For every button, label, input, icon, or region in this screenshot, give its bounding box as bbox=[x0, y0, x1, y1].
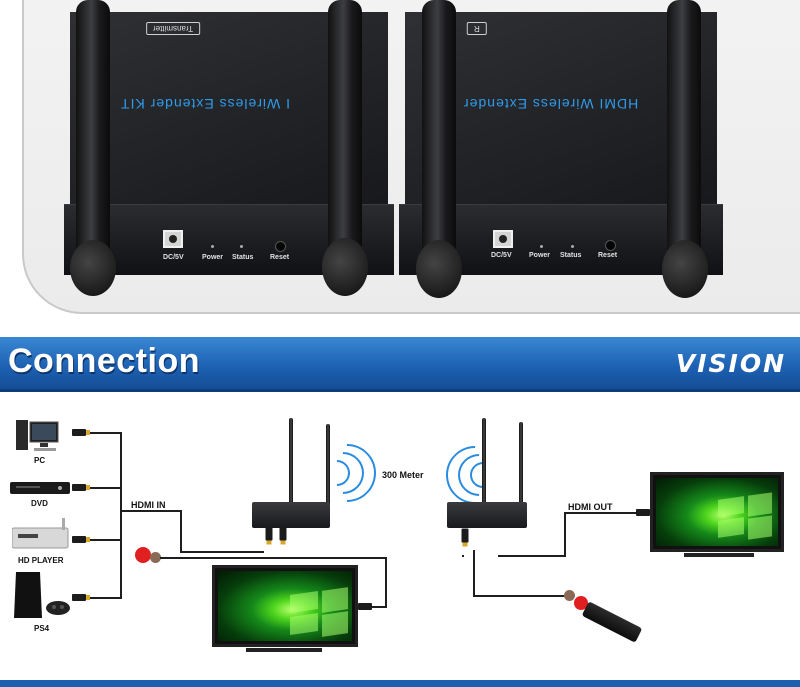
dc-port bbox=[493, 230, 513, 248]
antenna-base bbox=[70, 240, 116, 296]
ir-sensor-icon bbox=[135, 547, 151, 563]
ir-receiver-icon bbox=[150, 552, 161, 563]
screen-glow bbox=[322, 587, 348, 613]
product-photo: Transmitter I Wireless Extender KIT DC/5… bbox=[0, 0, 800, 318]
screen-glow bbox=[322, 611, 348, 637]
hdmi-cable bbox=[90, 487, 120, 489]
hdmi-cable bbox=[462, 555, 464, 557]
pc-icon bbox=[16, 420, 59, 451]
reset-label: Reset bbox=[598, 252, 618, 259]
power-led bbox=[211, 245, 214, 248]
hdmi-cable bbox=[498, 555, 564, 557]
screen-glow bbox=[290, 591, 318, 613]
hdmi-cable bbox=[90, 539, 120, 541]
left-kit-text: I Wireless Extender KIT bbox=[120, 96, 291, 112]
hd-player-icon bbox=[12, 518, 69, 549]
hdmi-cable bbox=[90, 597, 120, 599]
status-label: Status bbox=[232, 254, 254, 261]
status-led bbox=[571, 245, 574, 248]
connection-diagram: PC DVD HD PLAYER PS4 HDMI IN 300 Meter bbox=[0, 390, 800, 680]
hdmi-plug bbox=[279, 526, 287, 541]
screen-glow bbox=[748, 515, 772, 540]
local-tv bbox=[212, 565, 358, 647]
bottom-divider bbox=[0, 680, 800, 687]
power-led bbox=[540, 245, 543, 248]
ir-receiver-icon bbox=[564, 590, 575, 601]
ir-sensor-icon bbox=[574, 596, 588, 610]
antenna bbox=[482, 418, 486, 518]
hdmi-plug bbox=[72, 536, 90, 543]
ir-cable bbox=[473, 550, 475, 596]
transmitter-badge: Transmitter bbox=[146, 22, 201, 35]
screen-glow bbox=[748, 492, 772, 517]
remote-control-icon bbox=[581, 601, 643, 643]
tv-stand bbox=[246, 648, 322, 652]
hdmi-in-label: HDMI IN bbox=[131, 500, 166, 510]
hdmi-plug bbox=[72, 429, 90, 436]
receiver-badge: R bbox=[467, 22, 487, 35]
hdmi-cable bbox=[564, 512, 566, 557]
receiver-top bbox=[405, 12, 717, 212]
ir-cable bbox=[160, 557, 386, 559]
right-kit-text: HDMI Wireless Extender bbox=[463, 96, 639, 112]
hdmi-cable bbox=[120, 432, 122, 599]
screen-glow bbox=[718, 496, 744, 517]
reset-button bbox=[275, 241, 286, 252]
dc-port bbox=[163, 230, 183, 248]
source-label-dvd: DVD bbox=[31, 499, 48, 508]
tv-stand bbox=[684, 553, 754, 557]
hdmi-plug bbox=[72, 484, 90, 491]
hdmi-cable bbox=[120, 510, 180, 512]
section-title: Connection bbox=[8, 342, 200, 380]
hdmi-plug bbox=[265, 526, 273, 541]
ps4-icon bbox=[14, 572, 70, 618]
distance-label: 300 Meter bbox=[382, 470, 424, 480]
source-label-ps4: PS4 bbox=[34, 624, 50, 633]
antenna-base bbox=[322, 238, 368, 296]
remote-tv bbox=[650, 472, 784, 552]
power-label: Power bbox=[529, 252, 551, 259]
antenna bbox=[519, 422, 523, 518]
antenna-base bbox=[416, 240, 462, 298]
hdmi-plug bbox=[636, 509, 654, 516]
hdmi-plug bbox=[461, 528, 469, 543]
hdmi-cable bbox=[385, 557, 387, 607]
status-led bbox=[240, 245, 243, 248]
tv-screen bbox=[218, 571, 352, 641]
hdmi-cable bbox=[365, 606, 387, 608]
antenna bbox=[289, 418, 293, 518]
hdmi-plug bbox=[358, 603, 372, 610]
ir-cable bbox=[473, 595, 566, 597]
tv-screen bbox=[656, 478, 778, 546]
transmitter-box bbox=[252, 502, 330, 528]
receiver-box bbox=[447, 502, 527, 528]
hdmi-cable bbox=[564, 512, 644, 514]
antenna bbox=[326, 424, 330, 518]
connection-banner: Connection VISION bbox=[0, 337, 800, 392]
dvd-player-icon bbox=[10, 482, 70, 494]
antenna-base bbox=[662, 240, 708, 298]
hdmi-cable bbox=[180, 510, 182, 552]
hdmi-cable bbox=[180, 551, 264, 553]
reset-button bbox=[605, 240, 616, 251]
status-label: Status bbox=[560, 252, 582, 259]
hdmi-out-label: HDMI OUT bbox=[568, 502, 613, 512]
hdmi-plug bbox=[72, 594, 90, 601]
brand-logo: VISION bbox=[675, 349, 786, 378]
source-label-hd-player: HD PLAYER bbox=[18, 556, 64, 565]
dc-5v-label: DC/5V bbox=[491, 252, 512, 259]
source-label-pc: PC bbox=[34, 456, 46, 465]
dc-5v-label: DC/5V bbox=[163, 254, 184, 261]
power-label: Power bbox=[202, 254, 224, 261]
screen-glow bbox=[718, 517, 744, 538]
hdmi-cable bbox=[90, 432, 120, 434]
reset-label: Reset bbox=[270, 254, 290, 261]
screen-glow bbox=[290, 613, 318, 635]
